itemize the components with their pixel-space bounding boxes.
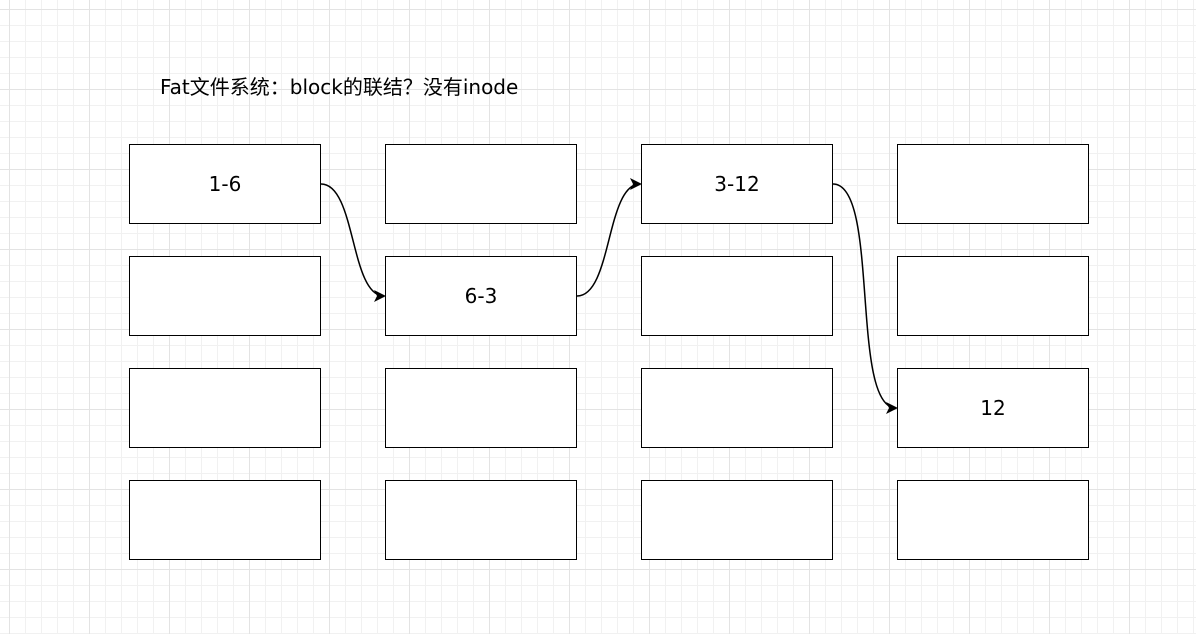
block-col4-row4[interactable] [897, 480, 1089, 560]
block-col4-row1[interactable] [897, 144, 1089, 224]
block-col2-row3[interactable] [385, 368, 577, 448]
block-col3-row4[interactable] [641, 480, 833, 560]
block-col3-row1[interactable]: 3-12 [641, 144, 833, 224]
block-col2-row4[interactable] [385, 480, 577, 560]
link-arrow-3-12-to-12 [832, 183, 898, 414]
block-col3-row3[interactable] [641, 368, 833, 448]
block-col3-row2[interactable] [641, 256, 833, 336]
block-col1-row1[interactable]: 1-6 [129, 144, 321, 224]
block-col1-row2[interactable] [129, 256, 321, 336]
link-arrow-6-3-to-3-12 [576, 178, 642, 297]
diagram-title: Fat文件系统：block的联结？没有inode [160, 75, 519, 99]
block-col4-row3[interactable]: 12 [897, 368, 1089, 448]
link-arrow-1-6-to-6-3 [320, 183, 386, 302]
block-col2-row2[interactable]: 6-3 [385, 256, 577, 336]
block-col1-row3[interactable] [129, 368, 321, 448]
block-col4-row2[interactable] [897, 256, 1089, 336]
block-col2-row1[interactable] [385, 144, 577, 224]
block-col1-row4[interactable] [129, 480, 321, 560]
